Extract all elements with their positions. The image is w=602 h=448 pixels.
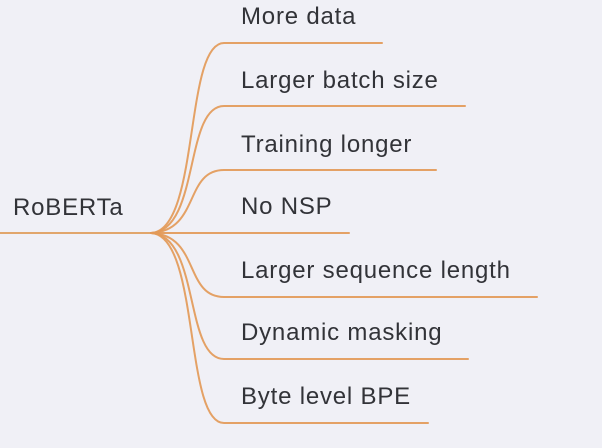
root-node-roberta[interactable]: RoBERTa [13, 194, 124, 221]
branch-node-no-nsp[interactable]: No NSP [241, 193, 333, 220]
branch-line-larger-batch-size [150, 105, 466, 234]
branch-line-larger-sequence-length [150, 232, 538, 298]
branch-line-byte-level-bpe [150, 232, 429, 424]
branch-line-more-data [150, 42, 383, 234]
branch-node-more-data[interactable]: More data [241, 3, 357, 30]
branch-line-training-longer [150, 169, 437, 234]
branch-node-larger-sequence-length[interactable]: Larger sequence length [241, 257, 511, 284]
branch-line-dynamic-masking [150, 232, 469, 360]
branch-node-training-longer[interactable]: Training longer [241, 131, 413, 158]
branch-node-byte-level-bpe[interactable]: Byte level BPE [241, 383, 411, 410]
branch-node-larger-batch-size[interactable]: Larger batch size [241, 67, 439, 94]
branch-node-dynamic-masking[interactable]: Dynamic masking [241, 319, 443, 346]
